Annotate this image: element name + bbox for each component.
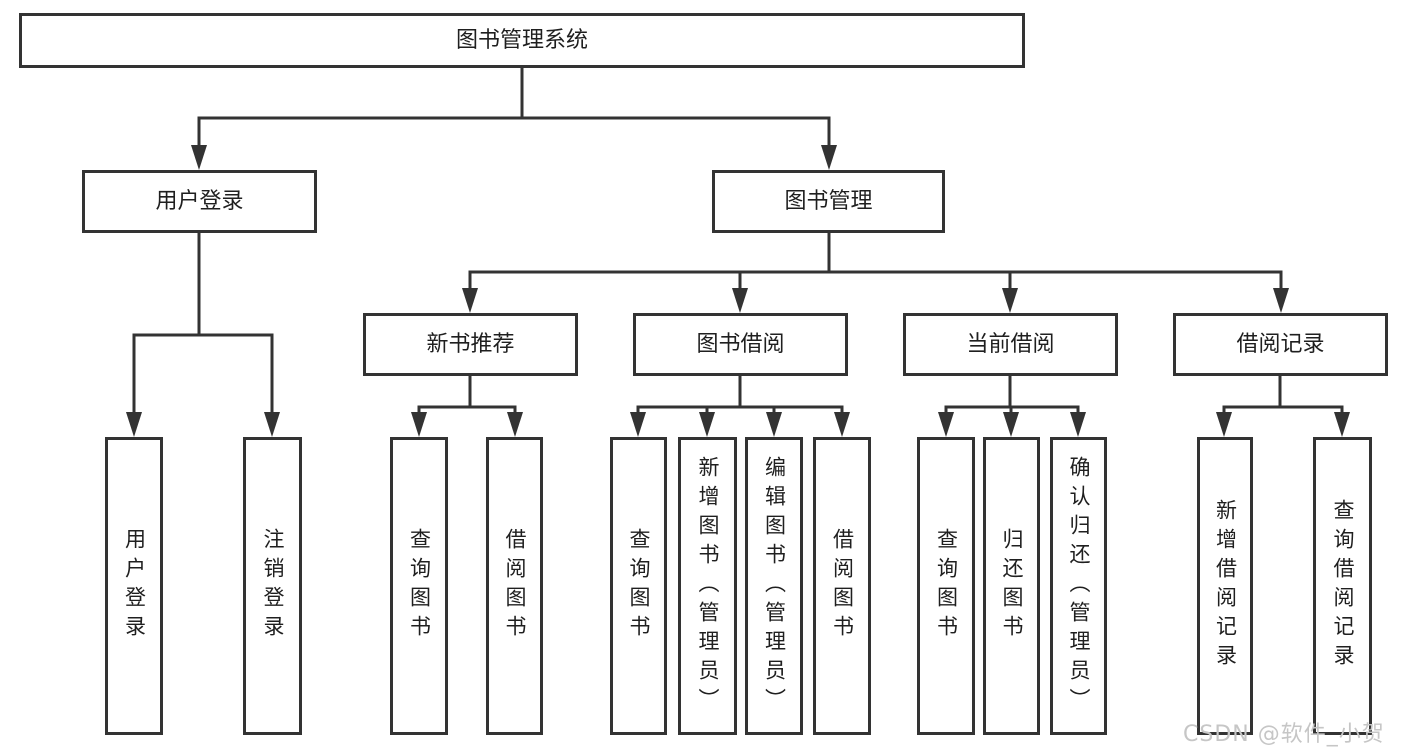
node-leaf-user-login: 用户登录	[105, 437, 163, 735]
node-book-management: 图书管理	[712, 170, 945, 233]
node-root: 图书管理系统	[19, 13, 1025, 68]
node-user-login: 用户登录	[82, 170, 317, 233]
node-label: 新增借阅记录	[1213, 499, 1238, 673]
node-leaf-query-borrow-record: 查询借阅记录	[1313, 437, 1372, 735]
node-label: 确认归还（管理员）	[1067, 455, 1091, 717]
node-current-borrow: 当前借阅	[903, 313, 1118, 376]
node-label: 查询图书	[934, 528, 959, 644]
node-label: 借阅记录	[1236, 331, 1325, 357]
node-label: 用户登录	[155, 188, 244, 214]
node-label: 当前借阅	[966, 331, 1055, 357]
node-leaf-logout: 注销登录	[243, 437, 302, 735]
node-label: 图书借阅	[696, 331, 785, 357]
node-leaf-add-books-admin: 新增图书（管理员）	[678, 437, 737, 735]
node-new-book-recommend: 新书推荐	[363, 313, 578, 376]
node-label: 注销登录	[261, 528, 285, 644]
node-label: 归还图书	[1000, 528, 1024, 644]
node-book-borrow: 图书借阅	[633, 313, 848, 376]
node-leaf-edit-books-admin: 编辑图书（管理员）	[745, 437, 803, 735]
node-leaf-borrow-books-2: 借阅图书	[813, 437, 871, 735]
node-label: 借阅图书	[503, 528, 527, 644]
node-label: 编辑图书（管理员）	[762, 455, 787, 717]
node-label: 查询借阅记录	[1331, 499, 1355, 673]
node-borrow-records: 借阅记录	[1173, 313, 1388, 376]
node-label: 图书管理	[784, 188, 873, 214]
node-label: 新书推荐	[426, 331, 515, 357]
node-label: 借阅图书	[830, 528, 855, 644]
node-leaf-query-books-3: 查询图书	[917, 437, 975, 735]
node-label: 用户登录	[122, 528, 147, 644]
node-label: 查询图书	[407, 528, 432, 644]
node-leaf-query-books-1: 查询图书	[390, 437, 448, 735]
node-leaf-confirm-return-admin: 确认归还（管理员）	[1050, 437, 1107, 735]
arrowheads	[126, 145, 1350, 437]
csdn-watermark: CSDN @软件_小贺同学	[1183, 722, 1385, 747]
node-leaf-query-books-2: 查询图书	[610, 437, 667, 735]
node-label: 图书管理系统	[455, 27, 588, 53]
node-leaf-add-borrow-record: 新增借阅记录	[1197, 437, 1253, 735]
node-label: 新增图书（管理员）	[696, 455, 720, 717]
node-leaf-borrow-books-1: 借阅图书	[486, 437, 543, 735]
node-leaf-return-books: 归还图书	[983, 437, 1040, 735]
node-label: 查询图书	[627, 528, 651, 644]
